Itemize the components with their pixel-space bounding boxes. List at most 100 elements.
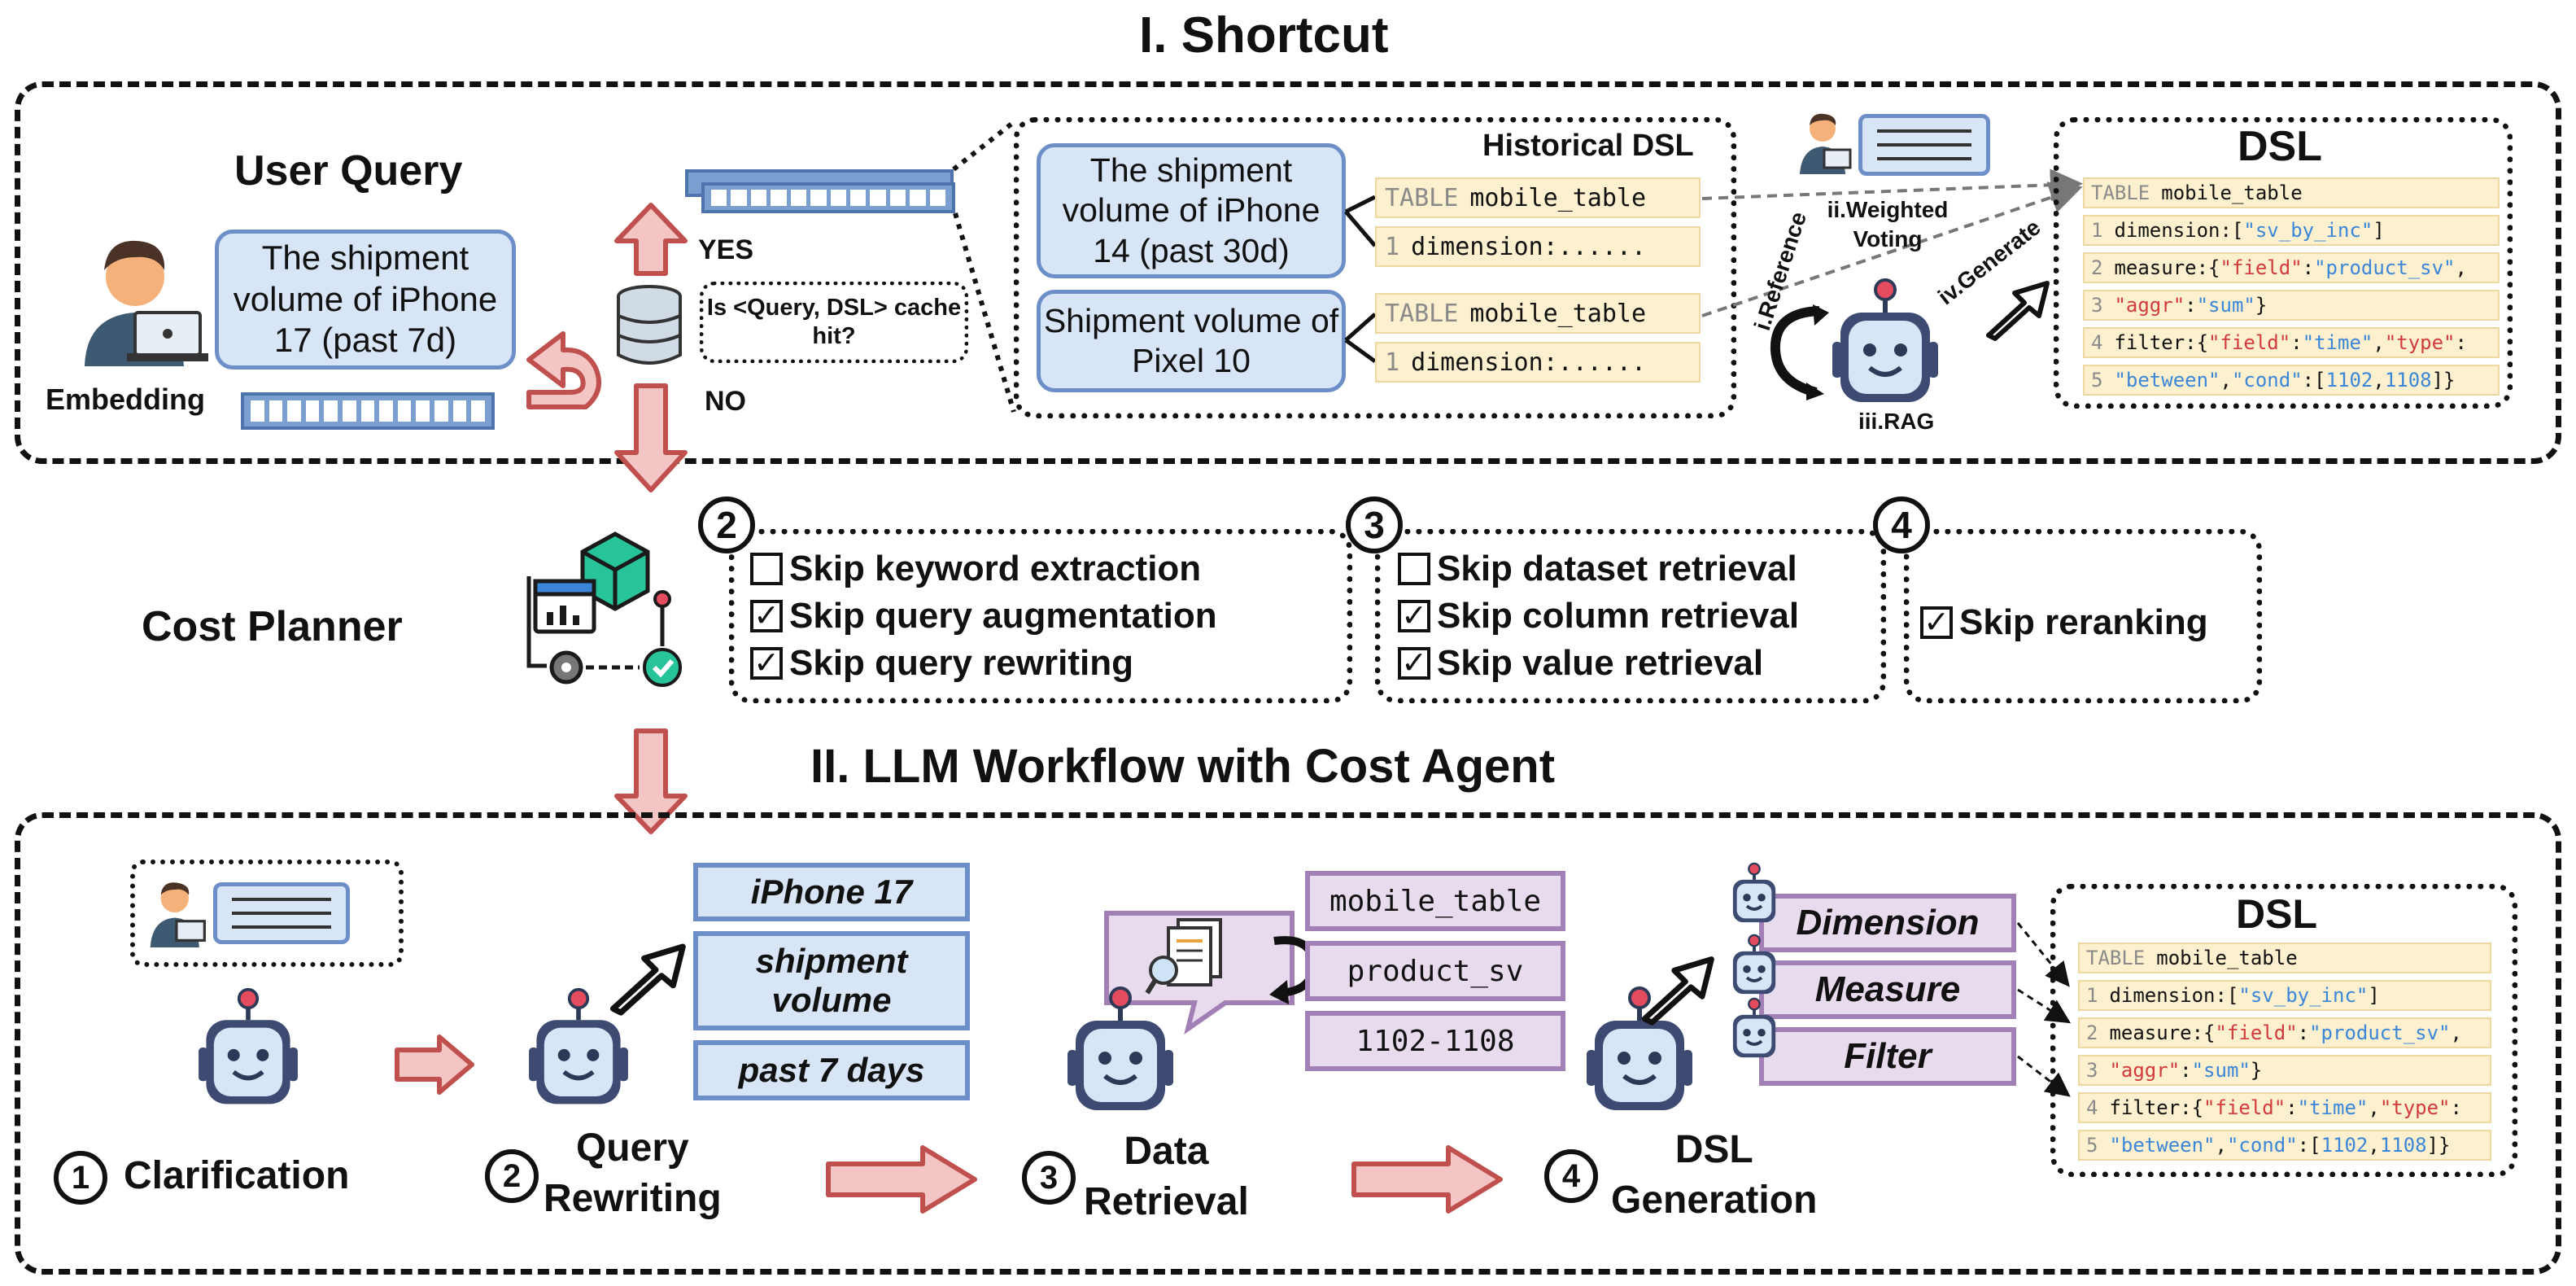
code: "sv_by_inc" xyxy=(2243,219,2373,242)
checked-box-icon[interactable]: ✓ xyxy=(750,600,783,632)
curved-arrow-icon xyxy=(526,331,601,409)
code: measure:{ xyxy=(2109,1021,2216,1044)
step1-arrow-icon xyxy=(395,1034,474,1095)
user-query-box: The shipment volume of iPhone 17 (past 7… xyxy=(215,230,516,370)
code: } xyxy=(2250,1059,2263,1082)
line-number: 2 xyxy=(2086,1021,2098,1044)
step2-arrow-icon xyxy=(826,1145,977,1214)
table-keyword: TABLE xyxy=(2091,182,2150,204)
table-name: mobile_table xyxy=(2161,182,2303,204)
checkbox-item[interactable]: ✓Skip reranking xyxy=(1920,599,2208,646)
code: } xyxy=(2255,294,2268,317)
code: "aggr" xyxy=(2114,294,2185,317)
user-query-label: User Query xyxy=(234,147,463,195)
reference-curve-icon xyxy=(1770,304,1829,400)
mini-robot-icon xyxy=(1732,997,1776,1058)
code: "field" xyxy=(2208,331,2291,354)
code: : xyxy=(2180,1059,2192,1082)
workflow-frame xyxy=(15,812,2561,1275)
retrieved-table: mobile_table xyxy=(1305,871,1565,931)
step3-arrow-icon xyxy=(1351,1145,1503,1214)
dsl-title: DSL xyxy=(2238,123,2322,170)
generation-arrow-icon xyxy=(1641,956,1714,1026)
clarify-bubble xyxy=(130,860,404,967)
checkbox-label: Skip column retrieval xyxy=(1437,596,1800,636)
code: ]} xyxy=(2426,1134,2451,1157)
feedback-box xyxy=(1858,114,1990,176)
code: :[ xyxy=(2302,369,2326,391)
historical-dsl-box xyxy=(1014,117,1736,418)
checkbox-item[interactable]: Skip dataset retrieval xyxy=(1398,545,1799,593)
unchecked-box-icon[interactable] xyxy=(1398,553,1430,585)
code: "between" xyxy=(2114,369,2220,391)
code: : xyxy=(2297,1021,2310,1044)
document-search-icon xyxy=(1145,918,1222,995)
code: , xyxy=(2450,1021,2462,1044)
planner-group-3-items: Skip dataset retrieval ✓Skip column retr… xyxy=(1398,545,1799,687)
code: , xyxy=(2373,369,2385,391)
code: : xyxy=(2286,1096,2298,1119)
clarify-text-box xyxy=(213,882,350,944)
step-4-number: 4 xyxy=(1544,1149,1598,1203)
code: : xyxy=(2455,331,2467,354)
rewriting-robot-icon xyxy=(529,987,628,1104)
dsl-line-3: 3"aggr":"sum"} xyxy=(2083,290,2500,321)
mini-robot-icon xyxy=(1732,934,1776,995)
checkbox-item[interactable]: ✓Skip column retrieval xyxy=(1398,593,1799,640)
checkbox-item[interactable]: ✓Skip value retrieval xyxy=(1398,640,1799,687)
mini-robot-icon xyxy=(1732,862,1776,923)
code: , xyxy=(2368,1096,2380,1119)
checked-box-icon[interactable]: ✓ xyxy=(1398,647,1430,680)
planner-group-3-number: 3 xyxy=(1346,496,1403,553)
historical-dsl-title: Historical DSL xyxy=(1482,129,1694,163)
checked-box-icon[interactable]: ✓ xyxy=(1398,600,1430,632)
checked-box-icon[interactable]: ✓ xyxy=(1920,606,1953,639)
code: , xyxy=(2368,1134,2380,1157)
cache-question: Is <Query, DSL> cache hit? xyxy=(706,295,962,349)
checkbox-item[interactable]: Skip keyword extraction xyxy=(750,545,1217,593)
keyword-box-2: shipment volume xyxy=(693,931,970,1030)
code: 1108 xyxy=(2384,369,2432,391)
generate-arrow-icon xyxy=(1986,281,2050,341)
rag-label: iii.RAG xyxy=(1858,409,1935,434)
code: "between" xyxy=(2109,1134,2216,1157)
code: , xyxy=(2373,331,2385,354)
code: : xyxy=(2185,294,2197,317)
checked-box-icon[interactable]: ✓ xyxy=(750,647,783,680)
checkbox-label: Skip query augmentation xyxy=(789,596,1217,636)
shortcut-frame xyxy=(15,81,2561,464)
line-number: 5 xyxy=(2086,1134,2098,1157)
planner-group-2 xyxy=(729,529,1352,703)
checkbox-label: Skip query rewriting xyxy=(789,643,1133,683)
code: , xyxy=(2215,1134,2227,1157)
step-4-line2: Generation xyxy=(1611,1179,1818,1223)
dsl-output-box xyxy=(2054,117,2513,409)
reviewer-icon xyxy=(1800,113,1852,174)
generation-robot-icon xyxy=(1587,986,1692,1110)
unchecked-box-icon[interactable] xyxy=(750,553,783,585)
checkbox-item[interactable]: ✓Skip query augmentation xyxy=(750,593,1217,640)
code: ] xyxy=(2373,219,2385,242)
historical-query-1: The shipment volume of iPhone 14 (past 3… xyxy=(1037,143,1346,278)
step-3-line2: Retrieval xyxy=(1084,1180,1249,1224)
dsl-text: dimension:...... xyxy=(1411,348,1647,377)
code: 1102 xyxy=(2321,1134,2369,1157)
planner-group-4-number: 4 xyxy=(1873,496,1930,553)
dsl-part-measure: Measure xyxy=(1759,960,2016,1019)
line-number: 4 xyxy=(2086,1096,2098,1119)
checkbox-item[interactable]: ✓Skip query rewriting xyxy=(750,640,1217,687)
line-number: 5 xyxy=(2091,369,2103,391)
section-title-workflow: II. LLM Workflow with Cost Agent xyxy=(810,740,1556,793)
rewriting-arrow-icon xyxy=(609,943,686,1016)
code: , xyxy=(2455,256,2467,279)
planner-group-4 xyxy=(1904,529,2262,703)
step-1-label: Clarification xyxy=(124,1154,350,1197)
code: filter:{ xyxy=(2109,1096,2204,1119)
rag-robot-icon xyxy=(1832,278,1938,402)
